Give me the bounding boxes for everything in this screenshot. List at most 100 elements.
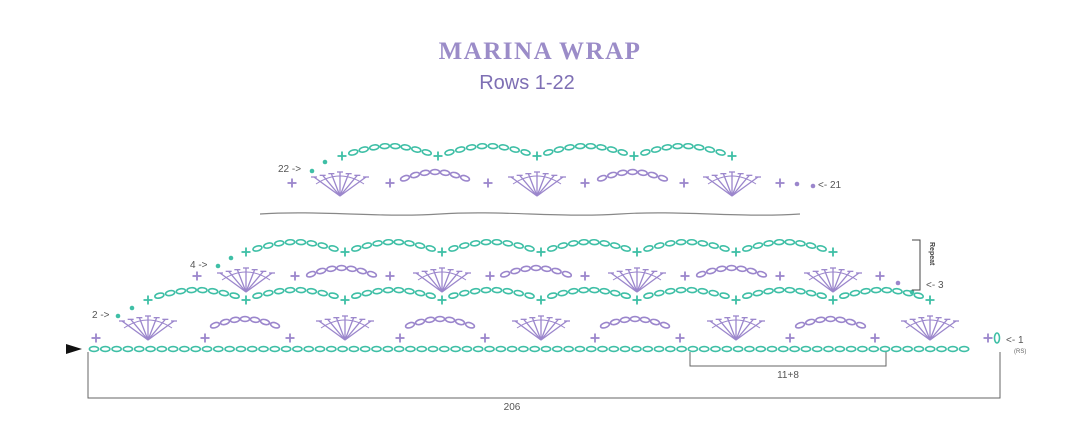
chain-stitch	[356, 267, 368, 275]
chain-stitch	[465, 144, 477, 151]
chain-stitch	[306, 240, 318, 247]
chain-stitch	[855, 321, 867, 329]
chain-stitch	[870, 286, 882, 294]
chain-stitch	[175, 287, 187, 295]
single-crochet-stitch	[290, 271, 300, 281]
chain-stitch	[409, 171, 421, 179]
single-crochet-stitch	[241, 247, 251, 257]
chain-stitch	[414, 318, 426, 326]
shell-arc	[123, 319, 173, 329]
single-crochet-stitch	[91, 333, 101, 343]
chain-stitch	[196, 286, 208, 294]
single-crochet-stitch	[433, 151, 443, 161]
chain-stitch	[546, 244, 558, 252]
chain-stitch	[111, 345, 122, 353]
chain-stitch	[325, 265, 337, 273]
shell-stem	[219, 272, 247, 293]
shell-stem	[735, 320, 763, 341]
chain-stitch	[902, 345, 913, 353]
chart-subtitle: Rows 1-22	[479, 72, 575, 94]
chain-stitch	[280, 345, 292, 353]
chain-stitch	[620, 244, 632, 252]
chain-stitch	[835, 316, 847, 324]
chain-stitch	[328, 292, 339, 300]
shell-arc	[905, 319, 955, 329]
chain-stitch	[347, 148, 359, 156]
chain-stitch	[947, 345, 959, 353]
chain-stitch	[705, 267, 717, 275]
chain-stitch	[800, 345, 812, 353]
chain-stitch	[649, 318, 661, 326]
shell-stem	[138, 317, 149, 341]
chain-stitch	[273, 287, 285, 295]
shell-arc	[315, 175, 365, 185]
chain-stitch	[742, 245, 753, 252]
chain-stitch	[371, 345, 382, 353]
chain-stitch	[520, 265, 532, 273]
chain-stitch	[249, 316, 261, 324]
chain-stitch	[122, 345, 134, 353]
shell-stem	[536, 176, 564, 197]
chain-stitch	[262, 289, 274, 297]
shell-stem	[709, 320, 737, 341]
chain-stitch	[629, 315, 641, 323]
chain-stitch	[794, 321, 806, 329]
chain-stitch	[513, 289, 525, 297]
chain-stitch	[348, 345, 360, 353]
chain-stitch	[529, 345, 541, 353]
chain-stitch	[639, 316, 651, 324]
shell-stitch	[512, 315, 570, 341]
row-label-21: <- 21	[818, 180, 842, 191]
chain-stitch	[472, 345, 484, 353]
chain-stitch	[419, 169, 431, 177]
single-crochet-stitch	[675, 333, 685, 343]
right-side-label: (RS)	[1014, 349, 1026, 355]
chain-stitch	[458, 289, 470, 297]
shell-stem	[147, 320, 175, 341]
single-crochet-stitch	[775, 271, 785, 281]
chain-stitch	[502, 240, 514, 247]
single-crochet-stitch	[828, 247, 838, 257]
chain-stitch	[421, 148, 433, 156]
chain-stitch	[351, 292, 362, 300]
row-label-22: 22 ->	[278, 164, 301, 175]
chain-stitch	[619, 345, 631, 353]
shell-stitch	[901, 315, 959, 341]
chain-stitch	[654, 242, 665, 249]
chain-stitch	[564, 144, 575, 151]
shell-stem	[245, 272, 273, 293]
shell-stem	[339, 176, 367, 197]
chain-stitch	[563, 345, 574, 353]
shell-stem	[823, 269, 834, 293]
chain-stitch	[805, 289, 817, 297]
chain-stitch	[444, 149, 455, 156]
shell-stitch	[703, 171, 761, 197]
single-crochet-stitch	[337, 151, 347, 161]
chain-stitch	[317, 242, 328, 249]
shell-stem	[147, 317, 158, 341]
chain-stitch	[502, 287, 514, 295]
chain-stitch	[845, 318, 857, 326]
measure-total: 206	[504, 402, 521, 413]
chain-stitch	[557, 242, 569, 249]
chain-stitch	[686, 238, 698, 246]
shell-stem	[903, 320, 931, 341]
chain-stitch	[890, 345, 902, 353]
single-crochet-stitch	[731, 295, 741, 305]
chain-stitch	[399, 174, 411, 182]
chain-stitch	[487, 142, 499, 150]
chain-stitch	[795, 287, 806, 295]
chain-stitch	[404, 240, 415, 247]
chain-stitch	[400, 144, 412, 151]
chain-stitch	[697, 240, 709, 247]
chain-stitch	[795, 240, 806, 247]
single-crochet-stitch	[192, 271, 202, 281]
chain-stitch	[454, 318, 466, 326]
chain-stitch	[469, 240, 481, 247]
shell-arc	[707, 175, 757, 185]
measure-repeat: 11+8	[777, 370, 799, 381]
chain-stitch	[726, 264, 737, 272]
chain-stitch	[414, 289, 426, 297]
chain-stitch	[993, 332, 1001, 344]
